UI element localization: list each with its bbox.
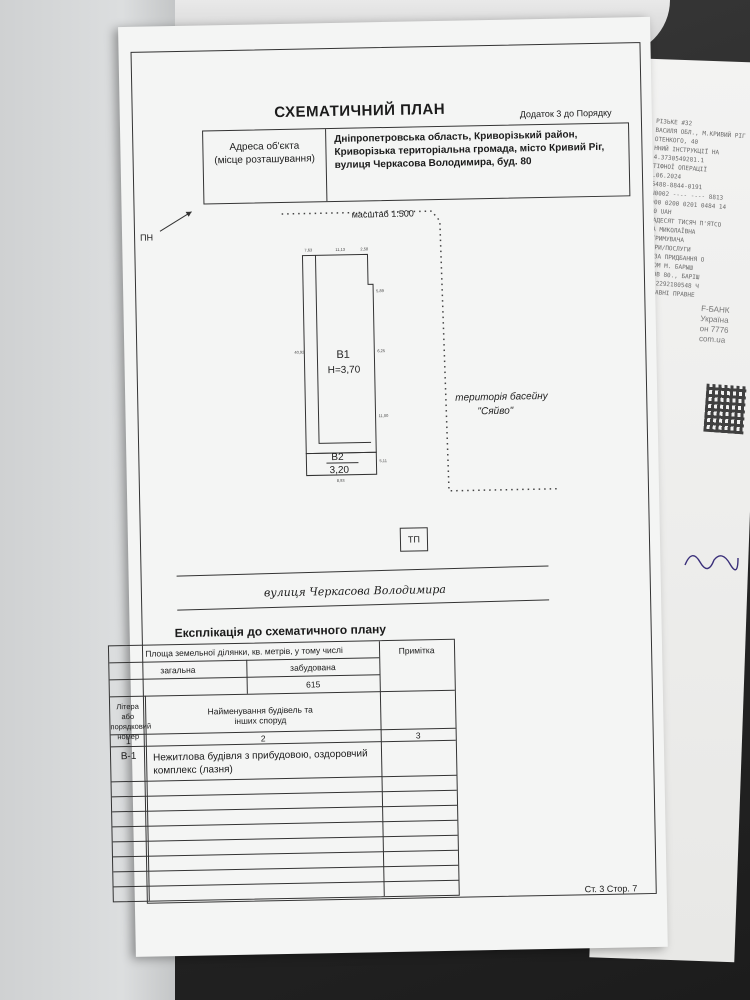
explication-table: Площа земельної ділянки, кв. метрів, у т…: [107, 638, 460, 903]
built-value: 615: [306, 679, 321, 690]
building-b2-outline: [305, 451, 378, 477]
built-header: забудована: [290, 662, 336, 673]
building-b1-height: Н=3,70: [328, 365, 361, 377]
tp-box: ТП: [399, 527, 429, 552]
dim-label-right-4: 5,11: [379, 458, 387, 463]
col1-number: 1: [125, 735, 131, 747]
qr-code: [703, 383, 747, 435]
page-number: Ст. 3 Стор. 7: [584, 883, 638, 895]
dim-label-right-3: 11,00: [379, 413, 390, 418]
row-name: Нежитлова будівля з прибудовою, оздоровч…: [152, 748, 368, 777]
dim-label-bottom: 8,93: [337, 478, 346, 483]
row-letter: В-1: [120, 750, 137, 763]
name-header: Найменування будівель та інших споруд: [207, 704, 313, 726]
dim-label-top-left: 7,63: [304, 247, 313, 252]
dim-label-right-1: 5,89: [376, 288, 385, 293]
bank-line: com.ua: [698, 333, 726, 345]
total-header: загальна: [160, 664, 196, 676]
building-b2-height: 3,20: [329, 465, 349, 476]
col3-number: 3: [415, 730, 421, 741]
signature: [684, 555, 739, 571]
building-b2-label: В2: [331, 452, 344, 463]
dim-label-top-mid: 11,13: [335, 247, 346, 252]
document-page: СХЕМАТИЧНИЙ ПЛАН Додаток 3 до Порядку Ад…: [107, 16, 668, 957]
territory-name: "Сяйво": [477, 406, 513, 418]
site-boundary-dotted: [281, 210, 558, 492]
site-plan: 7,63 11,13 2,58 40,92 5,89 6,25 11,00 5,…: [159, 210, 558, 611]
building-b1-label: В1: [336, 349, 350, 361]
note-header: Примітка: [398, 645, 435, 656]
dim-label-top-right: 2,58: [360, 246, 369, 251]
dim-label-right-2: 6,25: [377, 348, 386, 353]
territory-label: територія басейну: [455, 390, 549, 404]
dim-label-left: 40,92: [294, 350, 305, 355]
